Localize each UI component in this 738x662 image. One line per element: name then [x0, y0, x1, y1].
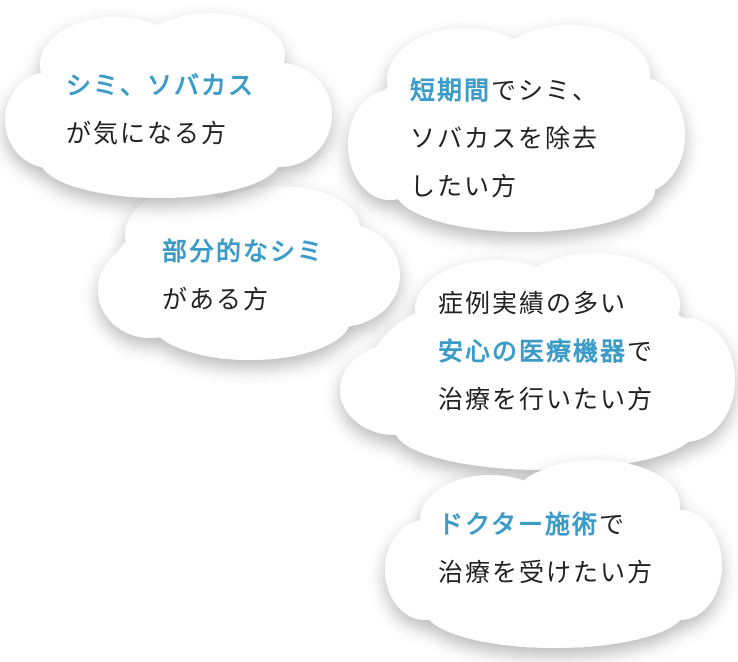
cloud-text-line: 症例実績の多い — [438, 289, 628, 318]
cloud-text-line: 治療を行いたい方 — [438, 385, 655, 414]
cloud-text-line: が気になる方 — [66, 119, 229, 148]
cloud-shape-icon — [98, 186, 400, 360]
cloud-shape-icon — [340, 253, 735, 470]
cloud-text-line: シミ、ソバカス — [66, 71, 256, 100]
cloud-text-line: ソバカスを除去 — [410, 124, 600, 153]
cloud-text-line: 短期間でシミ、 — [410, 76, 600, 105]
cloud-text-line: したい方 — [410, 172, 519, 201]
cloud-text-line: 安心の医療機器で — [438, 337, 655, 366]
cloud-text-line: ドクター施術で — [438, 510, 627, 539]
cloud-shape-icon — [5, 13, 332, 198]
cloud-shape-icon — [385, 460, 722, 648]
cloud-partial-spots: 部分的なシミ がある方 — [90, 180, 410, 370]
cloud-shape-icon — [348, 25, 685, 232]
cloud-text-line: 部分的なシミ — [162, 237, 325, 266]
cloud-text-line: がある方 — [162, 285, 271, 314]
cloud-short-term: 短期間でシミ、 ソバカスを除去 したい方 — [345, 15, 690, 240]
cloud-medical-device: 症例実績の多い 安心の医療機器で 治療を行いたい方 — [335, 240, 738, 485]
cloud-text-line: 治療を受けたい方 — [438, 558, 655, 587]
cloud-doctor-treatment: ドクター施術で 治療を受けたい方 — [375, 450, 730, 655]
cloud-spots-freckles: シミ、ソバカス が気になる方 — [0, 0, 340, 210]
